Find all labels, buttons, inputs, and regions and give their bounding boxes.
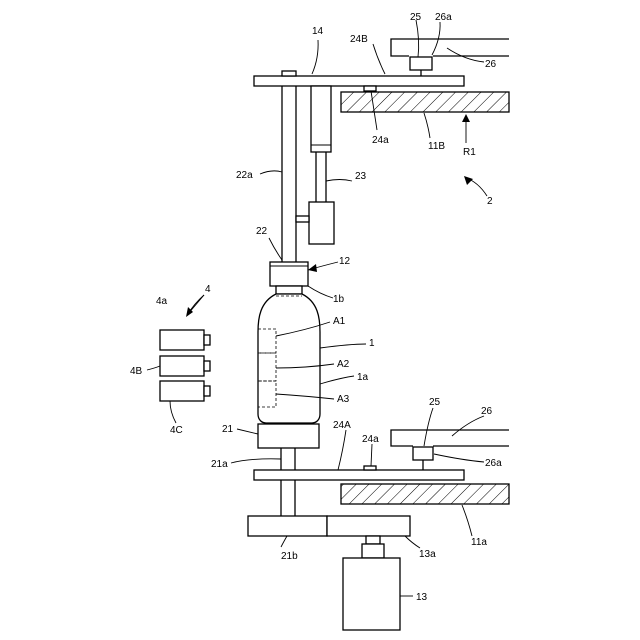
label-23: 23 bbox=[355, 171, 367, 182]
label-A1: A1 bbox=[333, 316, 346, 327]
label-24B: 24B bbox=[350, 34, 368, 45]
arrow-12 bbox=[308, 264, 317, 272]
label-26a-bottom: 26a bbox=[485, 458, 502, 469]
gear-13a bbox=[327, 516, 410, 536]
camera-4B bbox=[160, 356, 210, 376]
upper-cam-follower-26a bbox=[410, 57, 432, 76]
actuator-23 bbox=[296, 86, 334, 244]
upper-cam-track-26 bbox=[391, 39, 509, 56]
label-21a: 21a bbox=[211, 459, 228, 470]
label-11a: 11a bbox=[471, 537, 487, 548]
upper-plate-24B bbox=[254, 71, 464, 91]
lower-shaft-21a bbox=[281, 448, 295, 516]
label-13: 13 bbox=[416, 592, 428, 603]
label-1: 1 bbox=[369, 338, 375, 349]
gear-21b bbox=[248, 516, 327, 536]
label-26-top: 26 bbox=[485, 59, 497, 70]
camera-4C bbox=[160, 381, 210, 401]
label-22: 22 bbox=[256, 226, 268, 237]
upper-rail-11B bbox=[341, 92, 509, 112]
grip-head-12 bbox=[270, 262, 308, 286]
label-25-top: 25 bbox=[410, 12, 422, 23]
label-22a: 22a bbox=[236, 170, 253, 181]
lower-plate-24A bbox=[254, 466, 464, 480]
label-1a: 1a bbox=[357, 372, 369, 383]
label-21b: 21b bbox=[281, 551, 298, 562]
label-24a-top: 24a bbox=[372, 135, 389, 146]
label-4B: 4B bbox=[130, 366, 143, 377]
label-21: 21 bbox=[222, 424, 234, 435]
label-4: 4 bbox=[205, 284, 211, 295]
label-4a: 4a bbox=[156, 296, 168, 307]
label-R1: R1 bbox=[463, 147, 476, 158]
label-2: 2 bbox=[487, 196, 493, 207]
motor-13 bbox=[343, 536, 400, 630]
lower-cam-follower-26a bbox=[413, 447, 433, 470]
arrow-R1 bbox=[462, 114, 470, 122]
label-14: 14 bbox=[312, 26, 324, 37]
label-26a-top: 26a bbox=[435, 12, 452, 23]
upper-shaft-22a bbox=[282, 86, 296, 262]
label-1b: 1b bbox=[333, 294, 345, 305]
label-4C: 4C bbox=[170, 425, 183, 436]
label-12: 12 bbox=[339, 256, 351, 267]
lower-rail-11a bbox=[341, 484, 509, 504]
label-26-bottom: 26 bbox=[481, 406, 493, 417]
label-A3: A3 bbox=[337, 394, 350, 405]
label-24a-bottom: 24a bbox=[362, 434, 379, 445]
label-25-bottom: 25 bbox=[429, 397, 441, 408]
label-24A: 24A bbox=[333, 420, 351, 431]
table-21 bbox=[258, 424, 319, 448]
label-13a: 13a bbox=[419, 549, 436, 560]
bottle-1 bbox=[258, 286, 320, 423]
label-11B: 11B bbox=[428, 141, 445, 152]
lower-cam-track-26 bbox=[391, 430, 509, 446]
arrow-4 bbox=[186, 295, 204, 317]
label-A2: A2 bbox=[337, 359, 350, 370]
camera-4a bbox=[160, 330, 210, 350]
